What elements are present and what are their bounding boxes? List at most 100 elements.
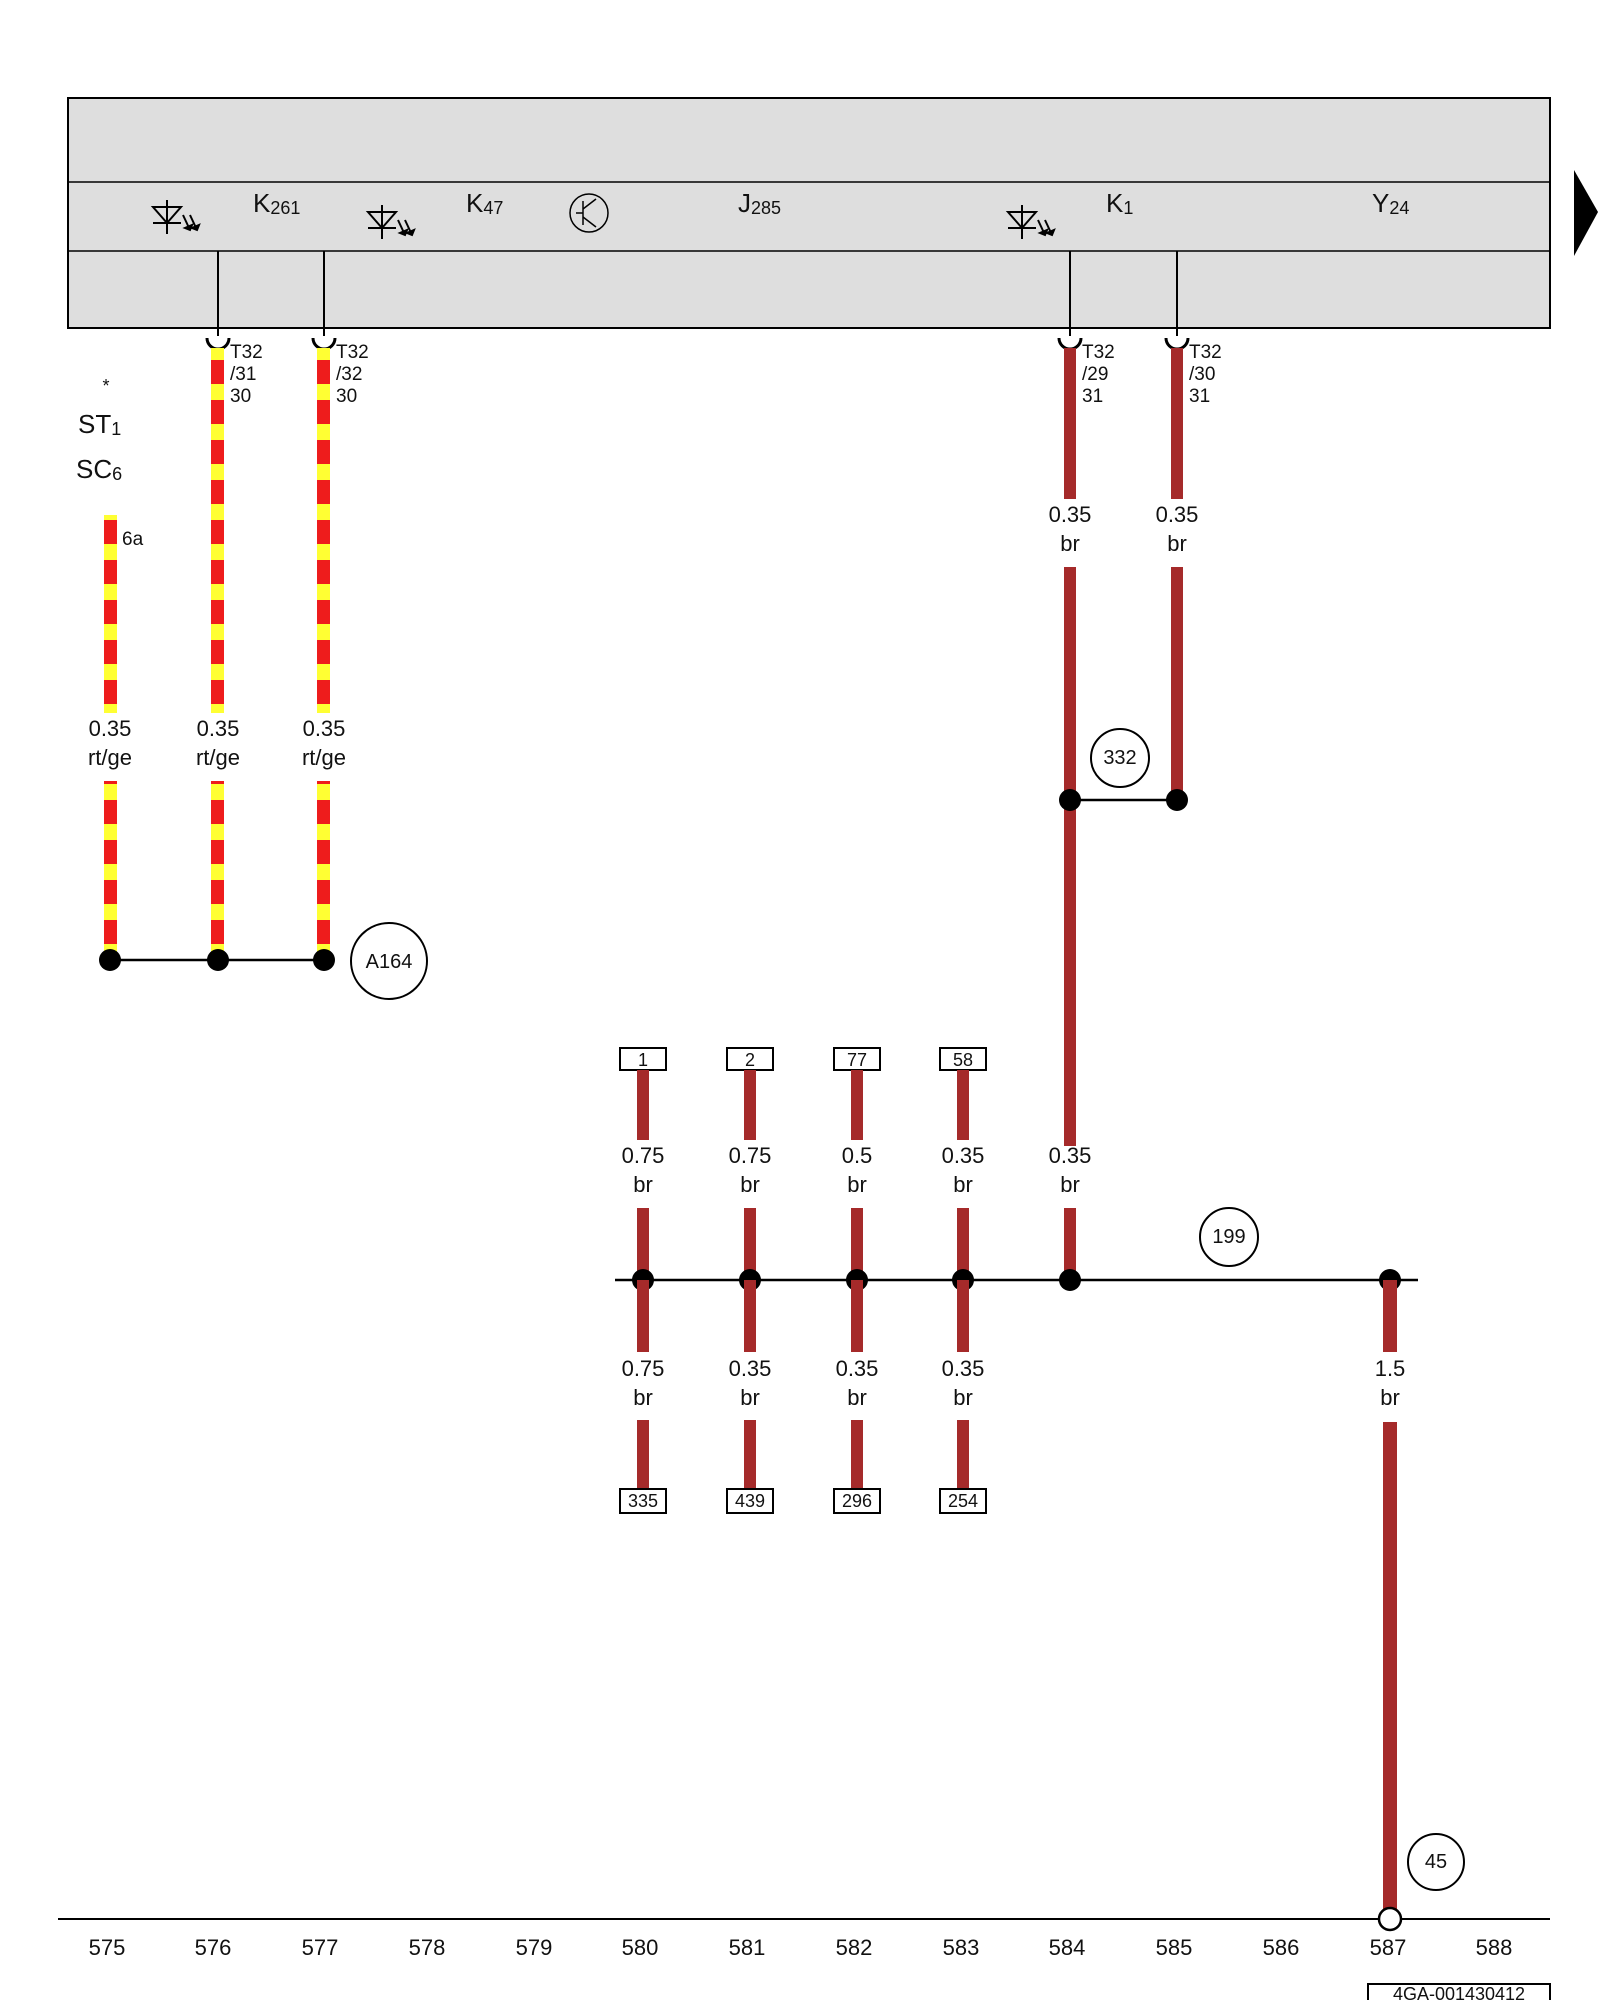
connection-199-label: 199 [1212,1226,1245,1248]
reference-box-top: 1 [619,1047,667,1071]
svg-text:30: 30 [230,386,251,407]
grid-number: 578 [409,1935,446,1960]
wire-color-label: br [633,1385,653,1410]
svg-text:/32: /32 [336,364,362,385]
svg-text:31: 31 [1189,386,1210,407]
wire-rtge-left [104,515,117,959]
wire-color-label: br [953,1172,973,1197]
wire-color-label: br [953,1385,973,1410]
reference-box-bottom: 296 [833,1488,881,1514]
reference-box-bottom: 439 [726,1488,774,1514]
grid-number: 579 [516,1935,553,1960]
reference-box-bottom: 254 [939,1488,987,1514]
svg-text:/29: /29 [1082,364,1108,385]
wire-color-label: br [1167,531,1187,556]
svg-text:T32: T32 [336,342,369,363]
junction-dots [1059,789,1188,811]
wire-brown-upper [637,1070,969,1280]
svg-text:/30: /30 [1189,364,1215,385]
led-icon [365,205,416,239]
led-icon [1005,205,1056,239]
connection-332-label: 332 [1103,747,1136,769]
ground-point-45 [1407,1833,1465,1891]
wire-color-label: br [740,1172,760,1197]
continuation-arrow-icon [1574,170,1598,256]
connector-t32-29: T32 /29 31 [1082,342,1115,407]
wire-brown-ground [1383,1280,1397,1910]
wire-brown-lower [637,1280,969,1490]
connection-a164-label: A164 [366,951,413,973]
wire-size-label: 0.35 [836,1356,879,1381]
wire-size-label: 0.35 [1049,1143,1092,1168]
wire-size-label: 0.35 [942,1356,985,1381]
wire-size-label: 0.35 [1049,502,1092,527]
fuse-holder-st1: ST1 [78,409,121,439]
wire-brown-k1-30 [1171,348,1183,800]
component-k261: K261 [253,188,300,218]
wire-color-label: br [847,1172,867,1197]
wire-size-label: 0.35 [1156,502,1199,527]
transistor-icon [569,193,609,233]
wire-rtge-mid [211,348,224,959]
led-icon [150,200,201,234]
wire-color-label: br [1060,1172,1080,1197]
svg-text:296: 296 [842,1491,872,1511]
component-k47: K47 [466,188,503,218]
wire-size-label: 0.35 [942,1143,985,1168]
svg-text:30: 30 [336,386,357,407]
svg-text:77: 77 [847,1050,867,1070]
wire-color-label: br [740,1385,760,1410]
connection-199 [1199,1207,1259,1267]
grid-number: 576 [195,1935,232,1960]
svg-text:335: 335 [628,1491,658,1511]
grid-number: 586 [1263,1935,1300,1960]
fuse-sc6: SC6 [76,454,122,484]
wire-color-label: br [1380,1385,1400,1410]
wire-size-label: 0.35 [197,716,240,741]
document-id: 4GA-001430412 [1393,1984,1525,2000]
svg-text:254: 254 [948,1491,978,1511]
component-j285: J285 [738,188,781,218]
wire-rtge-right [317,348,330,959]
reference-box-top: 2 [726,1047,774,1071]
svg-text:2: 2 [745,1050,755,1070]
wire-color-label: br [847,1385,867,1410]
svg-text:T32: T32 [1189,342,1222,363]
wire-size-label: 0.35 [89,716,132,741]
internal-leads [217,251,1178,336]
reference-box-top: 58 [939,1047,987,1071]
wire-size-label: 0.35 [729,1356,772,1381]
grid-number: 582 [836,1935,873,1960]
component-panel [67,97,1598,329]
wire-size-label: 1.5 [1375,1356,1406,1381]
wire-color-label: br [1060,531,1080,556]
wire-size-label: 0.35 [303,716,346,741]
grid-numbers: 575 576 577 578 579 580 581 582 583 584 … [89,1935,1513,1960]
ground-terminal [1377,1906,1403,1932]
wire-color-label: rt/ge [196,745,240,770]
wire-color-label: rt/ge [88,745,132,770]
grid-number: 585 [1156,1935,1193,1960]
connection-332 [1090,728,1150,788]
wire-size-label: 0.5 [842,1143,873,1168]
wire-size-label: 0.75 [622,1143,665,1168]
ground-point-45-label: 45 [1425,1851,1447,1873]
wire-color-label: rt/ge [302,745,346,770]
svg-text:58: 58 [953,1050,973,1070]
junction-dots [99,949,335,971]
svg-text:/31: /31 [230,364,256,385]
grid-number: 588 [1476,1935,1513,1960]
connector-t32-30: T32 /30 31 [1189,342,1222,407]
grid-number: 577 [302,1935,339,1960]
svg-text:1: 1 [638,1050,648,1070]
grid-number: 583 [943,1935,980,1960]
fuse-pin-6a: 6a [122,529,144,550]
component-k1: K1 [1106,188,1133,218]
connector-t32-32: T32 /32 30 [336,342,369,407]
wire-size-label: 0.75 [622,1356,665,1381]
svg-text:439: 439 [735,1491,765,1511]
connection-a164 [350,922,428,1000]
reference-box-top: 77 [833,1047,881,1071]
wire-size-label: 0.75 [729,1143,772,1168]
